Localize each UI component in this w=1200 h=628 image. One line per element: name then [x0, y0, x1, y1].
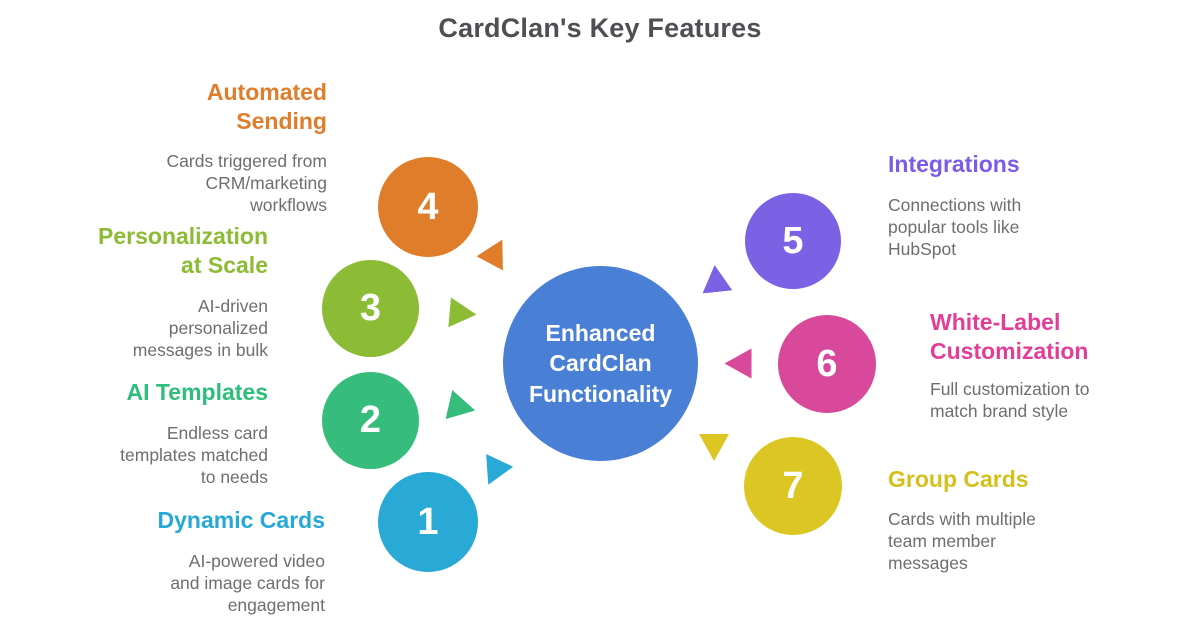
- feature-number-2: 2: [359, 399, 382, 441]
- feature-number-3: 3: [359, 287, 382, 329]
- feature-node-4: 4: [378, 157, 478, 257]
- feature-number-5: 5: [782, 219, 804, 262]
- feature-title-dynamic-cards: Dynamic Cards: [157, 507, 325, 533]
- feature-node-7: 7: [744, 437, 842, 535]
- arrow-4-icon: [476, 233, 515, 271]
- feature-node-6: 6: [778, 315, 876, 413]
- feature-description-personalization-at-scale: AI-driven personalized messages in bulk: [132, 296, 268, 360]
- feature-description-group-cards: Cards with multiple team member messages: [888, 509, 1036, 573]
- feature-title-ai-templates: AI Templates: [126, 379, 268, 405]
- arrow-1-icon: [475, 454, 514, 491]
- feature-number-6: 6: [816, 342, 838, 385]
- feature-number-4: 4: [417, 185, 439, 228]
- feature-description-white-label-customization: Full customization to match brand style: [930, 379, 1090, 421]
- feature-number-7: 7: [782, 464, 804, 507]
- arrow-5-icon: [700, 264, 733, 294]
- feature-title-personalization-at-scale: Personalization at Scale: [98, 223, 268, 278]
- feature-description-ai-templates: Endless card templates matched to needs: [120, 423, 268, 487]
- arrow-2-icon: [445, 390, 478, 425]
- feature-node-1: 1: [378, 472, 478, 572]
- feature-node-2: 2: [322, 372, 419, 469]
- arrow-3-icon: [448, 297, 478, 329]
- feature-number-1: 1: [417, 500, 439, 543]
- center-node-label: Enhanced CardClan Functionality: [528, 319, 673, 407]
- feature-description-automated-sending: Cards triggered from CRM/marketing workf…: [166, 151, 327, 215]
- feature-description-integrations: Connections with popular tools like HubS…: [888, 195, 1022, 259]
- feature-title-integrations: Integrations: [888, 151, 1020, 177]
- feature-title-group-cards: Group Cards: [888, 466, 1029, 492]
- center-node: Enhanced CardClan Functionality: [503, 266, 698, 461]
- arrow-7-icon: [699, 434, 729, 461]
- feature-node-3: 3: [322, 260, 419, 357]
- arrow-6-icon: [725, 349, 752, 379]
- feature-description-dynamic-cards: AI-powered video and image cards for eng…: [170, 551, 325, 615]
- feature-title-white-label-customization: White-Label Customization: [930, 309, 1089, 364]
- feature-node-5: 5: [745, 193, 841, 289]
- feature-title-automated-sending: Automated Sending: [206, 79, 327, 134]
- page-title: CardClan's Key Features: [438, 13, 762, 43]
